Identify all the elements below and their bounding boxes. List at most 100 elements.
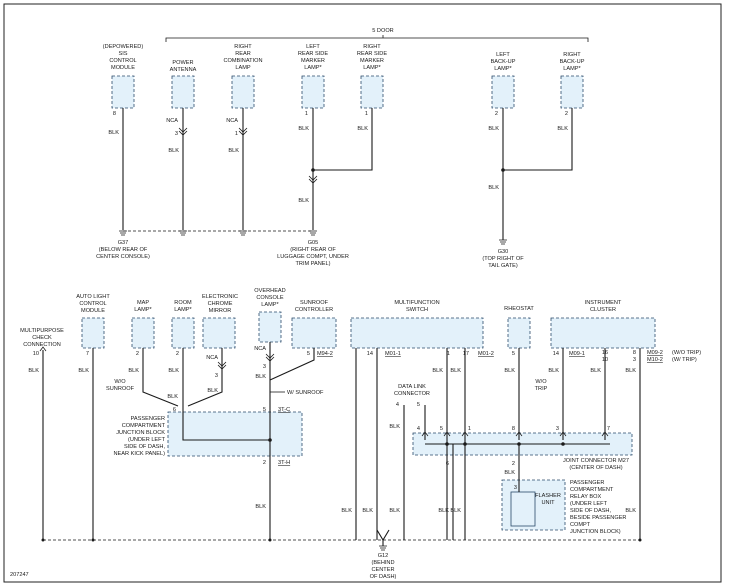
- figure-id: 207247: [10, 572, 29, 578]
- nca-overhead: NCA: [254, 346, 266, 352]
- label-line: CHROME: [208, 301, 233, 307]
- label-line: (UNDER LEFT: [570, 501, 608, 507]
- wire-color-rbackup: BLK: [557, 126, 568, 132]
- nca-mirror: NCA: [206, 355, 218, 361]
- sis-control-module: [111, 75, 135, 109]
- label-line: RHEOSTAT: [504, 306, 534, 312]
- label-line: SIDE OF DASH,: [124, 444, 165, 450]
- label-line: OF DASH): [370, 574, 397, 580]
- label-line: TRIM PANEL): [295, 261, 330, 267]
- pin-jc-7: 7: [607, 426, 610, 432]
- label-line: PASSENGER: [131, 416, 165, 422]
- pin-jb-in: 6: [173, 407, 176, 413]
- label-line: LAMP*: [494, 66, 512, 72]
- wire-color-g05: BLK: [298, 198, 309, 204]
- five-door-bracket: 5 DOOR: [165, 28, 589, 42]
- pin-overhead: 3: [263, 364, 266, 370]
- label-line: CONNECTOR: [394, 391, 430, 397]
- cluster-note-wo-trip: (W/O TRIP): [672, 350, 701, 356]
- auto-light-control-module: [81, 317, 105, 349]
- wire-color-lmarker: BLK: [298, 126, 309, 132]
- label-line: INSTRUMENT: [585, 300, 622, 306]
- right-rear-side-marker-lamp: [360, 75, 384, 109]
- pin-mirror: 3: [215, 373, 218, 379]
- label-line: LEFT: [306, 44, 320, 50]
- ground-g12-id: G12: [378, 553, 389, 559]
- wire-color-tag: BLK: [590, 368, 601, 374]
- wire-color-tag: BLK: [128, 368, 139, 374]
- wire-color-tag: BLK: [389, 508, 400, 514]
- ref-m10-2: M10-2: [647, 357, 663, 363]
- wire-color-tag: BLK: [255, 374, 266, 380]
- label-line: LUGGAGE COMPT, UNDER: [277, 254, 349, 260]
- pin-jc-5: 5: [440, 426, 443, 432]
- label-line: AUTO LIGHT: [76, 294, 110, 300]
- label-line: RIGHT: [363, 44, 381, 50]
- label-line: CLUSTER: [590, 307, 616, 313]
- wire-color-tag: BLK: [625, 368, 636, 374]
- ground-g05-id: G05: [308, 240, 319, 246]
- room-lamp: [171, 317, 195, 349]
- ref-m01-1: M01-1: [385, 351, 401, 357]
- label-line: (UNDER LEFT: [128, 437, 166, 443]
- wire-color-tag: BLK: [389, 424, 400, 430]
- label-line: W/O: [114, 379, 126, 385]
- junction-ref-3t-c: 3T-C: [278, 407, 290, 413]
- ref-m09-2: M09-2: [647, 350, 663, 356]
- pin-cl-a: 14: [553, 351, 559, 357]
- pin-cl-c: 8: [633, 350, 636, 356]
- label-line: TRIP: [535, 386, 548, 392]
- label-line: SIDE OF DASH,: [570, 508, 611, 514]
- wire-color-tag: BLK: [625, 508, 636, 514]
- label-line: (TOP RIGHT OF: [482, 256, 524, 262]
- label-line: LAMP*: [363, 65, 381, 71]
- wire-color-tag: BLK: [432, 368, 443, 374]
- rheostat-label: RHEOSTAT: [504, 306, 534, 312]
- label-line: LAMP*: [174, 307, 192, 313]
- label-line: LEFT: [496, 52, 510, 58]
- wire-color-antenna: BLK: [168, 148, 179, 154]
- pin-relay-3: 3: [514, 485, 517, 491]
- pin-jc-8: 8: [512, 426, 515, 432]
- junction-ref-3t-h: 3T-H: [278, 460, 290, 466]
- flasher-unit: [510, 491, 536, 527]
- label-line: COMPT: [570, 522, 591, 528]
- pin-rmarker: 1: [365, 111, 368, 117]
- label-line: MAP: [137, 300, 149, 306]
- nca-combo: NCA: [226, 118, 238, 124]
- wire-color-tag: BLK: [207, 388, 218, 394]
- joint-connector-location: (CENTER OF DASH): [569, 465, 622, 471]
- wire-color-tag: BLK: [504, 470, 515, 476]
- label-line: COMBINATION: [223, 58, 262, 64]
- label-line: CENTER CONSOLE): [96, 254, 150, 260]
- pin-sis: 8: [113, 111, 116, 117]
- label-line: CONTROLLER: [295, 307, 333, 313]
- pin-lmarker: 1: [305, 111, 308, 117]
- wire-color-tag: BLK: [168, 368, 179, 374]
- label-line: SWITCH: [406, 307, 428, 313]
- label-line: CONTROL: [79, 301, 106, 307]
- wire-color-tag: BLK: [78, 368, 89, 374]
- pin-cl-b: 16: [602, 350, 608, 356]
- label-line: (DEPOWERED): [103, 44, 144, 50]
- pin-dl-b: 5: [417, 402, 420, 408]
- label-line: CHECK: [32, 335, 52, 341]
- pin-mpcc: 10: [33, 351, 39, 357]
- pin-auto: 7: [86, 351, 89, 357]
- joint-connector-label: JOINT CONNECTOR M27: [563, 458, 629, 464]
- label-line: DATA LINK: [398, 384, 426, 390]
